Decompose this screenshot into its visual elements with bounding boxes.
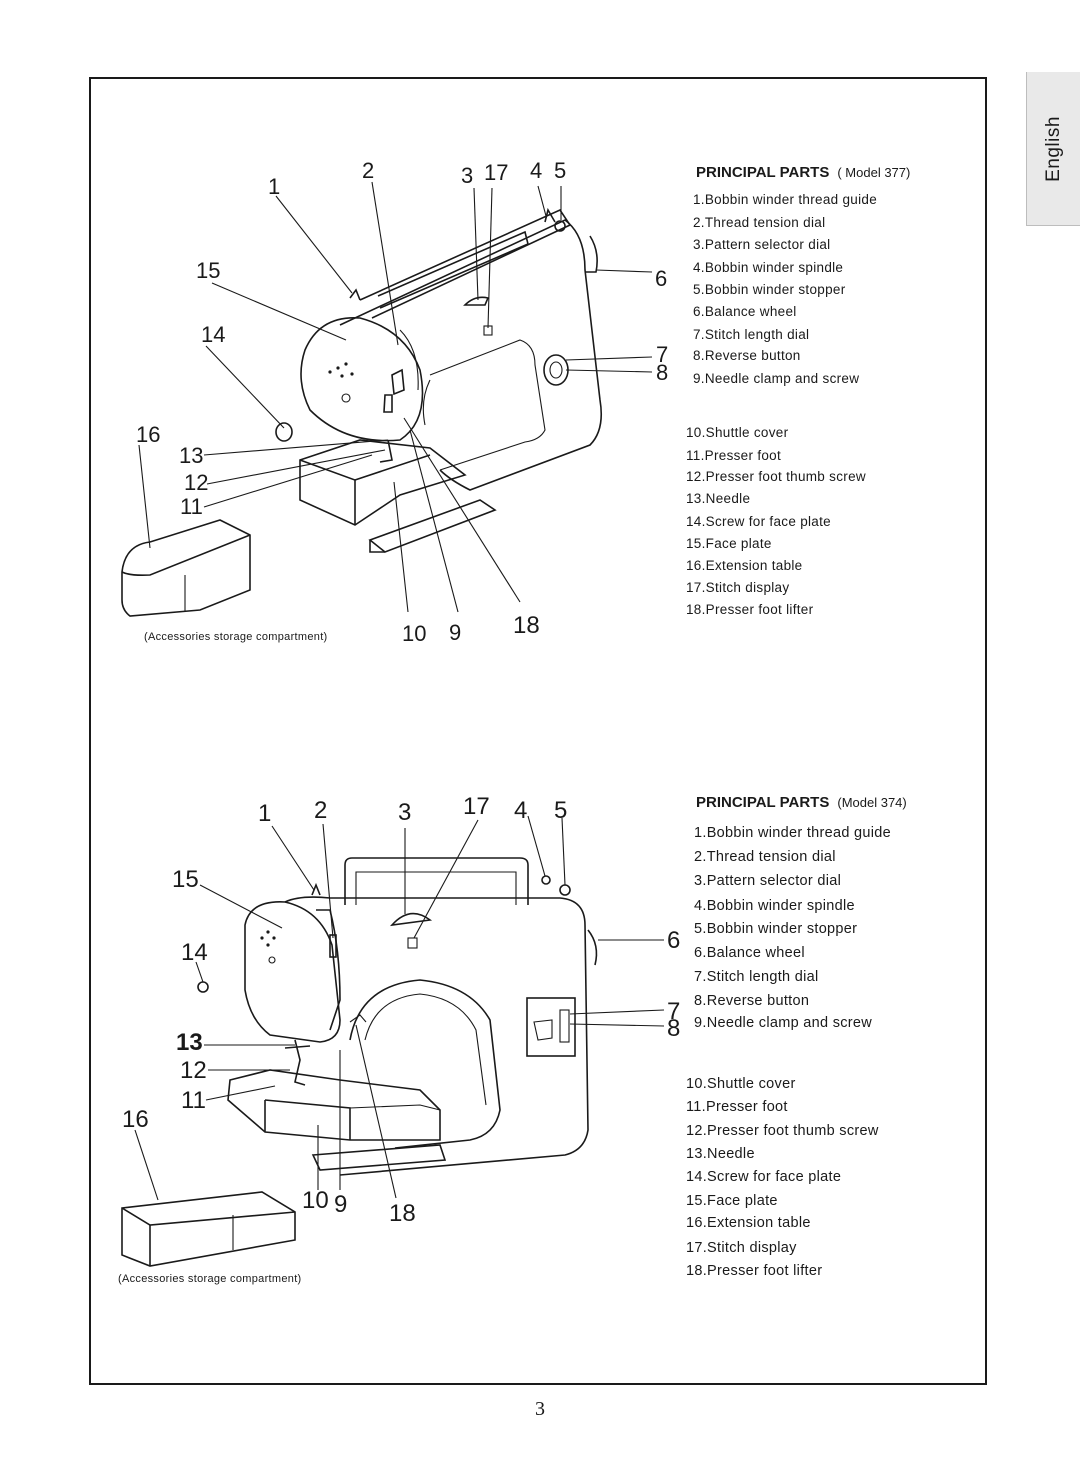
- callout-4: 4: [530, 158, 542, 183]
- callout-3: 3: [398, 799, 411, 826]
- language-tab[interactable]: English: [1026, 72, 1080, 226]
- part-item: 5.Bobbin winder stopper: [693, 282, 846, 297]
- part-item: 10.Shuttle cover: [686, 425, 789, 440]
- part-item: 4.Bobbin winder spindle: [694, 898, 855, 914]
- callout-15: 15: [196, 258, 220, 283]
- part-item: 8.Reverse button: [694, 993, 810, 1009]
- callout-11: 11: [180, 494, 203, 519]
- part-item: 3.Pattern selector dial: [694, 873, 842, 889]
- part-item: 15.Face plate: [686, 1193, 778, 1209]
- part-item: 2.Thread tension dial: [693, 215, 826, 230]
- accessories-caption: (Accessories storage compartment): [144, 631, 328, 643]
- model-374-callouts: 1 2 3 17 4 5 15 6 14 7 8 13 12 11 16 10 …: [118, 793, 680, 1285]
- callout-14: 14: [201, 322, 225, 347]
- callout-9: 9: [334, 1191, 347, 1218]
- model-377-heading: PRINCIPAL PARTS ( Model 377): [696, 164, 910, 182]
- part-item: 5.Bobbin winder stopper: [694, 921, 858, 937]
- part-item: 11.Presser foot: [686, 1099, 788, 1115]
- model-377-leader-lines: [138, 181, 653, 613]
- part-item: 17.Stitch display: [686, 580, 790, 595]
- part-item: 1.Bobbin winder thread guide: [693, 192, 878, 207]
- callout-3: 3: [461, 163, 473, 188]
- callout-4: 4: [514, 797, 527, 824]
- callout-11: 11: [181, 1087, 206, 1114]
- part-item: 3.Pattern selector dial: [693, 237, 831, 252]
- part-item: 4.Bobbin winder spindle: [693, 260, 844, 275]
- callout-18: 18: [513, 612, 540, 639]
- callout-13: 13: [179, 443, 203, 468]
- callout-8: 8: [656, 360, 668, 385]
- model-377-machine-illustration: [121, 207, 603, 617]
- callout-5: 5: [554, 158, 566, 183]
- callout-10: 10: [302, 1187, 329, 1214]
- callout-2: 2: [314, 797, 327, 824]
- model-374-leader-lines: [134, 815, 665, 1201]
- callout-6: 6: [667, 927, 680, 954]
- model-377-callouts: 1 2 3 17 4 5 15 6 14 7 8 16 13 12 11 10 …: [136, 158, 668, 646]
- part-item: 10.Shuttle cover: [686, 1076, 796, 1092]
- part-item: 11.Presser foot: [686, 448, 782, 463]
- model-label: ( Model 377): [837, 165, 911, 180]
- part-item: 13.Needle: [686, 1146, 755, 1162]
- part-item: 6.Balance wheel: [693, 304, 797, 319]
- part-item: 18.Presser foot lifter: [686, 602, 814, 617]
- part-item: 16.Extension table: [686, 558, 803, 573]
- part-item: 17.Stitch display: [686, 1240, 797, 1256]
- model-label: (Model 374): [837, 795, 907, 810]
- callout-1: 1: [258, 800, 271, 827]
- part-item: 6.Balance wheel: [694, 945, 805, 961]
- accessories-caption: (Accessories storage compartment): [118, 1273, 302, 1285]
- callout-7: 7: [667, 998, 680, 1025]
- part-item: 8.Reverse button: [693, 348, 801, 363]
- model-374-heading: PRINCIPAL PARTS (Model 374): [696, 794, 907, 812]
- callout-13: 13: [176, 1029, 203, 1056]
- part-item: 2.Thread tension dial: [694, 849, 836, 865]
- callout-8: 8: [667, 1015, 680, 1042]
- part-item: 1.Bobbin winder thread guide: [694, 825, 892, 841]
- part-item: 15.Face plate: [686, 536, 772, 551]
- part-item: 18.Presser foot lifter: [686, 1263, 823, 1279]
- part-item: 9.Needle clamp and screw: [694, 1015, 873, 1031]
- callout-5: 5: [554, 797, 567, 824]
- part-item: 7.Stitch length dial: [693, 327, 810, 342]
- callout-7: 7: [656, 342, 668, 367]
- callout-16: 16: [122, 1106, 149, 1133]
- part-item: 13.Needle: [686, 491, 751, 506]
- part-item: 12.Presser foot thumb screw: [686, 1123, 879, 1139]
- callout-10: 10: [402, 621, 426, 646]
- callout-9: 9: [449, 620, 461, 645]
- part-item: 7.Stitch length dial: [694, 969, 819, 985]
- page-number: 3: [535, 1398, 545, 1420]
- section-title: PRINCIPAL PARTS: [696, 164, 830, 181]
- model-374-diagram: 1 2 3 17 4 5 15 6 14 7 8 13 12 11 16 10 …: [118, 793, 680, 1285]
- callout-12: 12: [184, 470, 208, 495]
- part-item: 14.Screw for face plate: [686, 1169, 842, 1185]
- callout-15: 15: [172, 866, 199, 893]
- model-377-diagram: 1 2 3 17 4 5 15 6 14 7 8 16 13 12 11 10 …: [121, 158, 668, 646]
- callout-12: 12: [180, 1057, 207, 1084]
- callout-17: 17: [484, 160, 508, 185]
- part-item: 12.Presser foot thumb screw: [686, 469, 866, 484]
- callout-14: 14: [181, 939, 208, 966]
- part-item: 9.Needle clamp and screw: [693, 371, 860, 386]
- part-item: 16.Extension table: [686, 1215, 811, 1231]
- callout-1: 1: [268, 174, 280, 199]
- callout-2: 2: [362, 158, 374, 183]
- callout-6: 6: [655, 266, 667, 291]
- section-title: PRINCIPAL PARTS: [696, 794, 830, 811]
- part-item: 14.Screw for face plate: [686, 514, 831, 529]
- callout-16: 16: [136, 422, 160, 447]
- callout-17: 17: [463, 793, 490, 820]
- page-frame: [89, 77, 987, 1385]
- callout-18: 18: [389, 1200, 416, 1227]
